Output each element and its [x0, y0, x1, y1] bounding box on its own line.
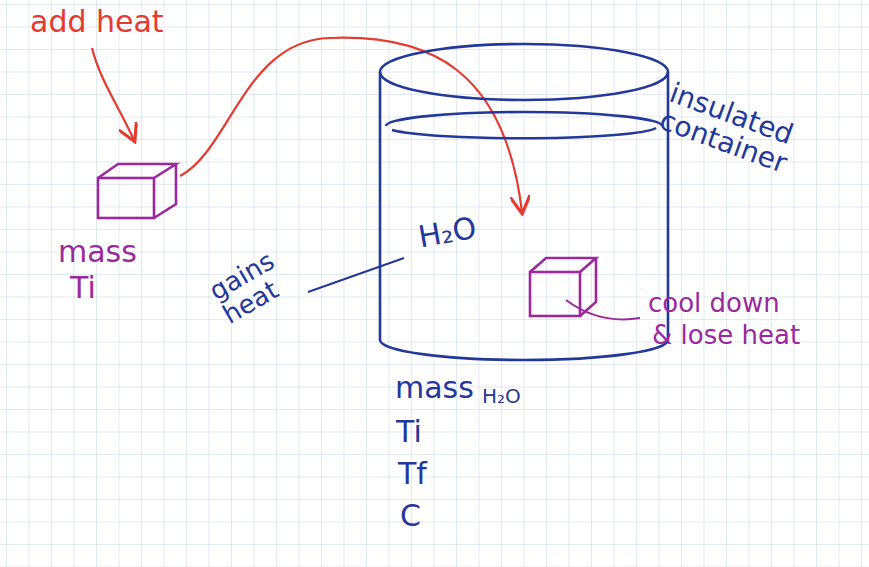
- heat-arrow: [92, 48, 134, 140]
- handwritten-label: H₂O: [482, 386, 521, 407]
- label-holder: C: [400, 500, 421, 532]
- leader-line: [308, 258, 404, 292]
- mass-cube: [98, 164, 176, 218]
- transfer-arrow: [180, 38, 522, 212]
- label-holder: & lose heat: [652, 322, 800, 349]
- insulated-container: [380, 44, 668, 360]
- handwritten-label: add heat: [30, 6, 164, 38]
- label-holder: Ti: [70, 272, 96, 304]
- label-holder: H₂O: [482, 386, 521, 407]
- label-holder: mass: [58, 236, 137, 268]
- label-holder: add heat: [30, 6, 164, 38]
- handwritten-label: cool down: [648, 290, 780, 317]
- leader-line: [566, 300, 640, 319]
- label-holder: Ti: [396, 416, 422, 448]
- handwritten-label: mass: [395, 372, 474, 404]
- cooling-cube: [530, 258, 596, 316]
- handwritten-label: C: [400, 500, 421, 532]
- handwritten-label: Ti: [70, 272, 96, 304]
- handwritten-label: Tf: [398, 458, 427, 490]
- label-holder: cool down: [648, 290, 780, 317]
- handwritten-label: mass: [58, 236, 137, 268]
- label-holder: Tf: [398, 458, 427, 490]
- handwritten-label: & lose heat: [652, 322, 800, 349]
- label-holder: mass: [395, 372, 474, 404]
- handwritten-label: Ti: [396, 416, 422, 448]
